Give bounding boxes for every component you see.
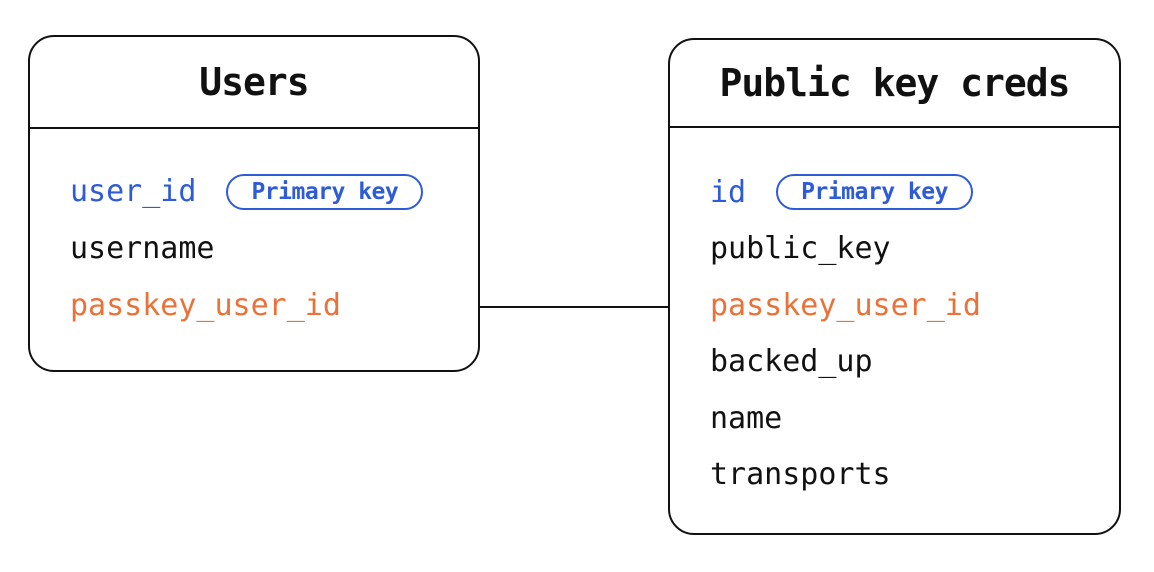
primary-key-badge: Primary key — [226, 173, 424, 210]
field-user-id: user_id — [70, 174, 197, 209]
field-passkey-user-id: passkey_user_id — [70, 288, 341, 323]
table-row: id Primary key — [710, 164, 1119, 221]
table-users: Users user_id Primary key username passk… — [28, 35, 480, 372]
field-passkey-user-id: passkey_user_id — [710, 287, 981, 323]
table-row: public_key — [710, 221, 1119, 278]
table-row: transports — [710, 447, 1119, 504]
table-users-title: Users — [30, 37, 478, 129]
table-row: user_id Primary key — [70, 163, 478, 220]
field-id: id — [710, 174, 747, 210]
table-row: passkey_user_id — [710, 277, 1119, 334]
table-public-key-creds: Public key creds id Primary key public_k… — [668, 38, 1121, 535]
field-transports: transports — [710, 457, 891, 493]
table-public-key-creds-fields: id Primary key public_key passkey_user_i… — [670, 128, 1119, 503]
field-backed-up: backed_up — [710, 344, 873, 380]
table-users-fields: user_id Primary key username passkey_use… — [30, 129, 478, 334]
table-public-key-creds-title: Public key creds — [670, 40, 1119, 128]
table-row: username — [70, 220, 478, 277]
relation-line-passkey-user-id — [480, 306, 668, 308]
field-name: name — [710, 400, 783, 436]
field-username: username — [70, 231, 215, 266]
table-row: backed_up — [710, 334, 1119, 391]
table-row: passkey_user_id — [70, 277, 478, 334]
primary-key-badge: Primary key — [776, 174, 973, 211]
field-public-key: public_key — [710, 231, 891, 267]
table-row: name — [710, 390, 1119, 447]
